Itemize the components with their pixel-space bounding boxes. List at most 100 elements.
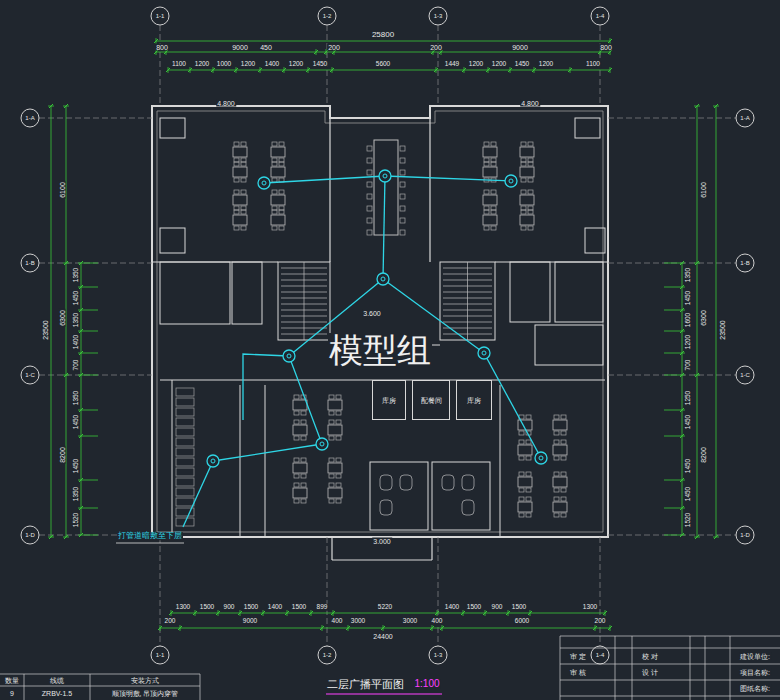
axis-grid [21,7,754,664]
extension-line [664,310,679,311]
inner-wall [157,111,603,532]
dimension-tick [258,68,262,72]
chair [294,474,299,478]
chair [484,226,489,230]
speaker-cone [539,456,543,460]
ceiling-speaker [535,452,547,464]
dimension-tick [608,39,612,43]
dimension-text: 1450 [685,290,692,306]
toilet-room [432,462,490,530]
dimension-tick [381,626,385,630]
chair [491,162,496,166]
dimension-tick [79,373,83,377]
dimension-text: 6100 [700,181,707,199]
chair [301,458,306,462]
dimension-tick [430,626,434,630]
dimension-text: 8200 [700,446,707,464]
extension-line [664,480,679,481]
extension-line [664,535,679,536]
chair [526,497,531,501]
dimension-tick [79,533,83,537]
chair [336,483,341,487]
dimension-tick [714,104,718,108]
dimension-text: 899 [316,604,329,611]
elevation-mark: 3.000 [372,538,392,545]
table-rule [560,664,780,665]
chair [329,499,334,503]
dimension-tick [439,50,443,54]
dimension-text: 400 [331,618,344,625]
chair [484,206,489,210]
dimension-text: 3000 [350,618,366,625]
dimension-line [682,263,683,535]
extension-line [84,263,98,264]
dimension-text: 1200 [240,61,256,68]
axis-label: 1-A [24,115,35,121]
broadcast-wiring [116,170,547,543]
chair [329,483,334,487]
locker [176,458,194,466]
room-wall [535,325,603,365]
axis-label: 1-A [739,115,750,121]
dimension-text: 1400 [267,604,283,611]
title-block-cell: 审 核 [569,669,587,676]
dimension-text: 800 [155,44,169,51]
dimension-tick [154,39,158,43]
chair [329,474,334,478]
speaker-cone [482,351,486,355]
dimension-text: 1300 [175,604,191,611]
dimension-text: 6300 [700,309,707,327]
table [483,215,497,225]
chair [329,411,334,415]
chair [329,420,334,424]
speaker-cable [385,176,511,181]
dimension-tick [234,68,238,72]
chair [336,420,341,424]
axis-bubble [151,646,169,664]
chair [526,513,531,517]
toilet-fixture [462,475,474,490]
chair [234,142,239,146]
chair [528,162,533,166]
dimension-tick [79,285,83,289]
dimension-text: 1250 [685,390,692,406]
chair [336,474,341,478]
dimension-text: 1500 [291,604,307,611]
chair [484,162,489,166]
dimension-tick [506,611,510,615]
axis-bubble [318,646,336,664]
chair [528,178,533,182]
dimension-text: 25800 [371,31,395,39]
chair [519,472,524,476]
table-rule [560,648,780,649]
table-rule [90,674,91,700]
table [520,147,534,157]
dimension-tick [714,535,718,539]
room-wall [160,262,230,324]
axis-line [438,25,439,106]
dimension-text: 200 [327,44,341,51]
speaker-cable [213,444,322,461]
dimension-tick [169,611,173,615]
axis-label: 1-B [739,260,750,266]
outer-wall [152,106,608,537]
dimension-tick [462,68,466,72]
dimension-tick [79,434,83,438]
locker [176,408,194,416]
room-wall [232,262,262,324]
axis-label: 1-C [24,372,36,378]
locker [176,488,194,496]
drawing-title: 二层广播平面图 [326,679,405,690]
extension-line [664,263,679,264]
dimension-text: 1450 [312,61,328,68]
ceiling-speaker [207,455,219,467]
extension-line [84,310,98,311]
axis-line [608,535,736,536]
chair [491,206,496,210]
dimension-tick [568,68,572,72]
chair [519,456,524,460]
chair [554,472,559,476]
stair-rail [467,262,468,340]
table-cell: 顺顶明敷, 吊顶内穿管 [111,690,180,697]
table-rule [632,636,633,700]
